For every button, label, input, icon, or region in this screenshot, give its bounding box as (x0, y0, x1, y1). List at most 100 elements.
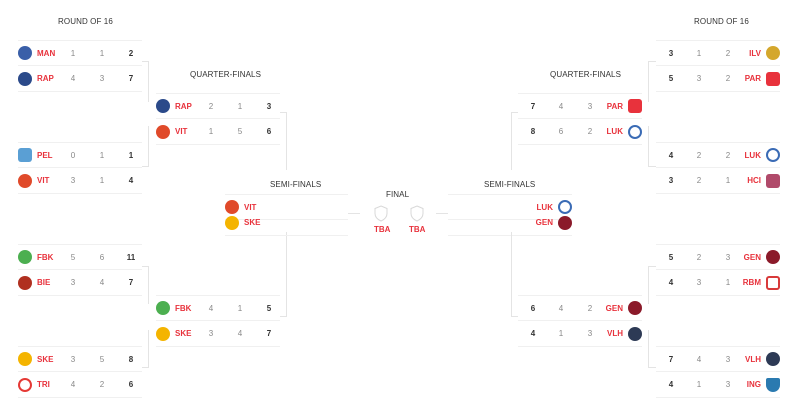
final-header: FINAL (386, 190, 410, 199)
match-row[interactable]: MAN 1 1 2 (18, 40, 142, 66)
match-row[interactable]: SKE (225, 210, 348, 236)
team-abbr: VIT (175, 127, 188, 136)
left-quarter-finals-header: QUARTER-FINALS (190, 70, 262, 79)
team-abbr: RAP (175, 101, 192, 111)
match-row[interactable]: 8 6 2 LUK (518, 119, 642, 145)
match-row[interactable]: LUK (448, 194, 572, 220)
team-abbr: GEN (743, 252, 761, 262)
team-logo-icon (18, 377, 32, 392)
match-row[interactable]: 4 1 3 ING (656, 372, 780, 398)
team-logo-icon (156, 124, 170, 139)
bracket-connector (142, 266, 149, 267)
score-period-1: 0 (70, 150, 76, 160)
score-period-2: 2 (587, 303, 593, 313)
score-total: 11 (126, 252, 136, 262)
match-row[interactable]: 4 3 1 RBM (656, 270, 780, 296)
match-row[interactable]: PEL 0 1 1 (18, 142, 142, 168)
match-row[interactable]: GEN (448, 210, 572, 236)
match-row[interactable]: VIT 3 1 4 (18, 168, 142, 194)
final-team-b: TBA (409, 225, 426, 234)
bracket-connector (436, 213, 448, 214)
score-total: 1 (128, 150, 134, 160)
match-row[interactable]: FBK 4 1 5 (156, 295, 280, 321)
match-row[interactable]: SKE 3 5 8 (18, 346, 142, 372)
score-period-2: 1 (237, 101, 243, 111)
score-period-1: 3 (696, 74, 702, 83)
score-period-1: 3 (70, 176, 76, 185)
team-abbr: HCI (747, 176, 761, 185)
score-period-1: 1 (696, 48, 702, 58)
bracket-connector (648, 266, 656, 267)
match-row[interactable]: VIT (225, 194, 348, 220)
match-row[interactable]: 3 1 2 ILV (656, 40, 780, 66)
bracket-connector (142, 367, 149, 368)
score-total: 7 (668, 354, 674, 364)
match-row[interactable]: 3 2 1 HCI (656, 168, 780, 194)
team-logo-icon (558, 215, 572, 230)
team-logo-icon (225, 200, 239, 214)
score-period-1: 3 (70, 278, 76, 287)
score-period-2: 3 (99, 74, 105, 83)
match-row[interactable]: 4 1 3 VLH (518, 321, 642, 347)
match-row[interactable]: 5 3 2 PAR (656, 66, 780, 92)
team-abbr: ILV (749, 48, 761, 58)
team-abbr: SKE (244, 218, 261, 227)
bracket-connector (286, 232, 287, 316)
match-row[interactable]: FBK 5 6 11 (18, 244, 142, 270)
bracket-connector (148, 266, 149, 304)
team-abbr: VIT (244, 202, 257, 212)
bracket-connector (142, 61, 149, 62)
score-total: 4 (530, 329, 536, 338)
score-total: 8 (530, 127, 536, 136)
team-abbr: RAP (37, 74, 54, 83)
team-logo-icon (766, 46, 780, 60)
match-row[interactable]: TRI 4 2 6 (18, 372, 142, 398)
match-row[interactable]: VIT 1 5 6 (156, 119, 280, 145)
match-row[interactable]: RAP 4 3 7 (18, 66, 142, 92)
team-logo-icon (18, 250, 32, 264)
team-logo-icon (766, 71, 780, 86)
score-period-1: 4 (558, 101, 564, 111)
bracket-connector (511, 232, 512, 316)
score-period-1: 2 (696, 176, 702, 185)
score-period-2: 1 (725, 176, 731, 185)
team-abbr: BIE (37, 278, 51, 287)
match-row[interactable]: BIE 3 4 7 (18, 270, 142, 296)
score-total: 3 (668, 48, 674, 58)
match-row[interactable]: 6 4 2 GEN (518, 295, 642, 321)
team-logo-icon (156, 99, 170, 113)
score-period-1: 2 (696, 252, 702, 262)
score-period-2: 5 (99, 354, 105, 364)
right-semi-finals-header: SEMI-FINALS (484, 180, 536, 189)
team-abbr: GEN (605, 303, 623, 313)
shield-icon (374, 205, 388, 222)
score-period-2: 3 (725, 354, 731, 364)
team-abbr: SKE (37, 354, 54, 364)
team-abbr: VLH (745, 354, 761, 364)
bracket-connector (280, 316, 287, 317)
score-period-2: 3 (725, 380, 731, 389)
bracket-connector (648, 126, 649, 166)
team-abbr: LUK (536, 202, 553, 212)
score-period-2: 1 (99, 150, 105, 160)
team-logo-icon (766, 148, 780, 162)
match-row[interactable]: 5 2 3 GEN (656, 244, 780, 270)
team-logo-icon (156, 301, 170, 315)
match-row[interactable]: 7 4 3 VLH (656, 346, 780, 372)
score-period-1: 1 (208, 127, 214, 136)
team-logo-icon (18, 275, 32, 290)
match-row[interactable]: RAP 2 1 3 (156, 93, 280, 119)
bracket-connector (648, 61, 649, 102)
score-total: 4 (128, 176, 134, 185)
match-row[interactable]: SKE 3 4 7 (156, 321, 280, 347)
score-total: 4 (668, 150, 674, 160)
score-period-1: 5 (70, 252, 76, 262)
bracket-connector (348, 213, 360, 214)
match-row[interactable]: 7 4 3 PAR (518, 93, 642, 119)
match-row[interactable]: 4 2 2 LUK (656, 142, 780, 168)
score-period-2: 2 (725, 150, 731, 160)
bracket-connector (148, 126, 149, 166)
score-total: 6 (266, 127, 272, 136)
team-abbr: FBK (37, 252, 54, 262)
bracket-connector (142, 166, 149, 167)
